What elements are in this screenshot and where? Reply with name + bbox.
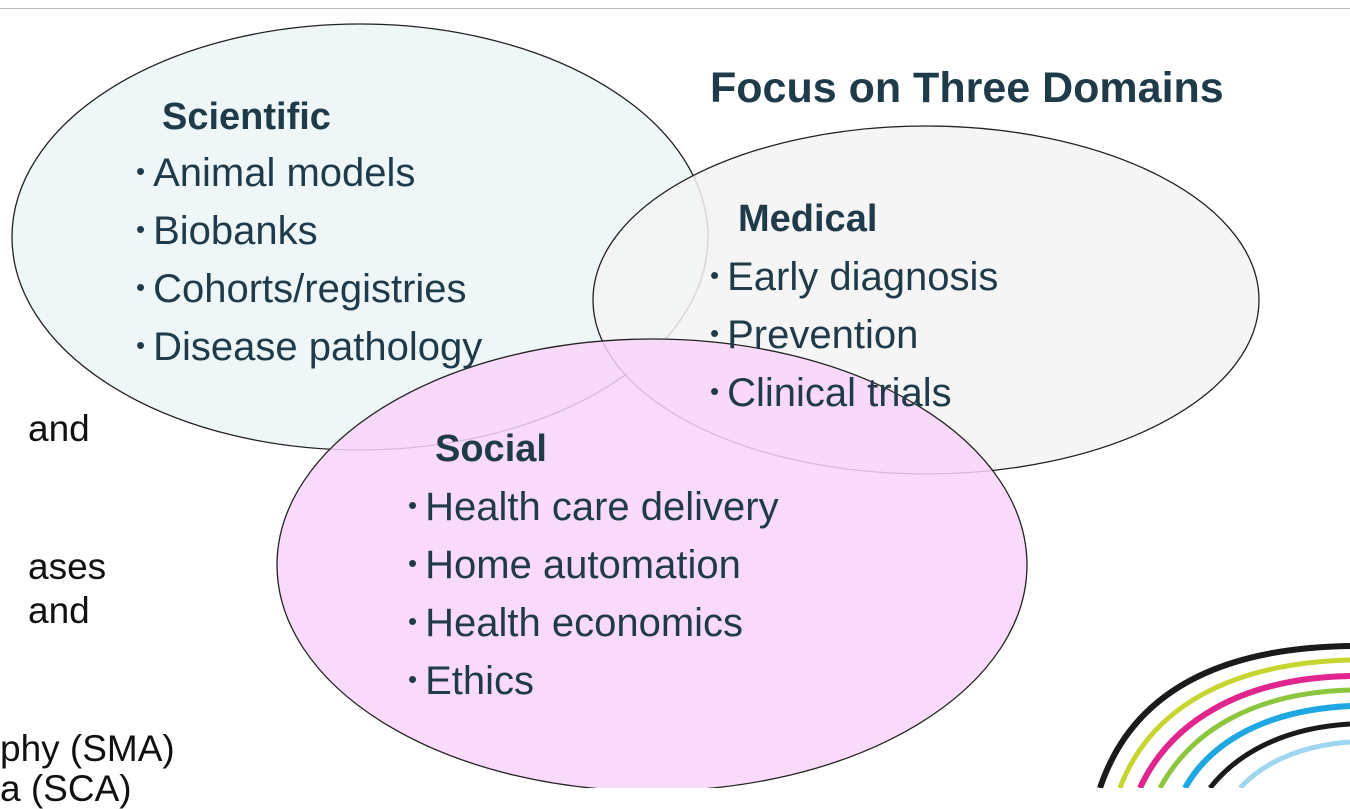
background-text-3: and	[28, 590, 90, 631]
social-item: •Health economics	[408, 601, 744, 645]
medical-item: •Prevention	[710, 313, 919, 357]
social-item: •Health care delivery	[408, 485, 779, 529]
background-text-2: ases	[28, 546, 107, 587]
social-item: •Home automation	[408, 543, 741, 587]
scientific-title: Scientific	[162, 96, 331, 138]
background-text-1: and	[28, 408, 90, 449]
scientific-item: •Disease pathology	[136, 325, 483, 369]
social-item: •Ethics	[408, 659, 535, 703]
medical-item: •Clinical trials	[710, 371, 952, 415]
background-text-4: phy (SMA)	[0, 728, 175, 769]
scientific-item: •Biobanks	[136, 209, 318, 253]
swirl-logo-icon	[1097, 643, 1350, 788]
page-title: Focus on Three Domains	[710, 64, 1224, 112]
top-divider	[0, 8, 1350, 9]
medical-title: Medical	[738, 198, 878, 240]
social-title: Social	[435, 428, 547, 470]
medical-item: •Early diagnosis	[710, 255, 999, 299]
social-ellipse	[276, 338, 1028, 788]
venn-diagram	[11, 23, 1260, 788]
scientific-item: •Animal models	[136, 151, 416, 195]
scientific-item: •Cohorts/registries	[136, 267, 467, 311]
